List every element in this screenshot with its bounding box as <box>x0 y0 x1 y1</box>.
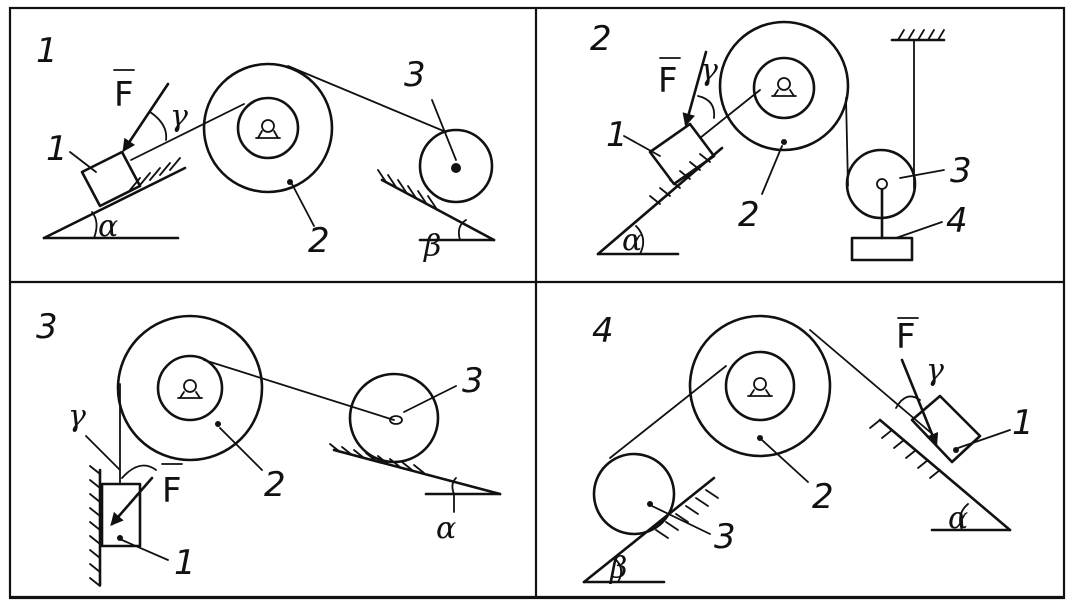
load-4 <box>850 236 914 262</box>
body-2-label: 2 <box>264 465 286 505</box>
angle-gamma-label: γ <box>170 99 188 134</box>
force-label: F <box>114 75 134 115</box>
incline-alpha <box>329 443 502 496</box>
body-3-label: 3 <box>404 55 426 95</box>
panel-number: 2 <box>590 19 612 59</box>
angle-alpha-label: α <box>436 511 456 546</box>
block-1 <box>80 150 142 208</box>
incline-alpha <box>42 157 187 240</box>
force-arrow <box>682 50 708 127</box>
incline-beta <box>377 169 496 242</box>
angle-gamma-label: γ <box>68 399 86 434</box>
body-2-label: 2 <box>738 195 760 235</box>
angle-alpha-label: α <box>622 223 642 258</box>
force-arrow <box>110 476 154 526</box>
ceiling-support <box>890 29 946 42</box>
panel-4: 4 2 3 <box>582 311 1034 586</box>
block-1 <box>648 122 716 186</box>
body-1-label: 1 <box>606 115 628 155</box>
incline-beta <box>582 476 719 584</box>
angle-gamma-label: γ <box>700 53 718 88</box>
force-arrow <box>122 82 170 153</box>
pulley-2 <box>718 20 850 152</box>
panel-number: 1 <box>36 31 58 71</box>
wheel-3 <box>418 128 494 204</box>
force-label: F <box>162 471 182 511</box>
panel-number: 4 <box>592 311 614 351</box>
angle-beta-label: β <box>423 229 441 264</box>
angle-alpha-label: α <box>948 501 968 536</box>
body-3-label: 3 <box>714 517 736 557</box>
angle-beta-label: β <box>609 551 627 586</box>
gamma-arc <box>149 111 168 141</box>
body-1-label: 1 <box>174 543 196 583</box>
body-1-label: 1 <box>1012 403 1034 443</box>
force-arrow <box>900 358 939 447</box>
panel-1: 1 α 1 F γ <box>36 31 496 264</box>
block-1 <box>910 394 982 464</box>
block-1 <box>100 482 142 548</box>
grid-frame <box>8 6 1066 600</box>
vertical-wall <box>89 465 102 587</box>
panel-2: 2 α 1 F γ <box>590 19 972 262</box>
body-4-label: 4 <box>946 201 968 241</box>
panel-number: 3 <box>36 307 58 347</box>
angle-alpha-label: α <box>98 209 118 244</box>
body-3-label: 3 <box>462 361 484 401</box>
wheel-3 <box>592 452 676 536</box>
body-1-label: 1 <box>46 129 68 169</box>
force-label: F <box>658 61 678 101</box>
body-3-label: 3 <box>950 151 972 191</box>
incline-alpha <box>869 418 1012 532</box>
panel-3: 3 1 F γ <box>36 307 502 587</box>
pulley-2 <box>116 314 264 462</box>
force-label: F <box>896 317 916 357</box>
body-2-label: 2 <box>308 221 330 261</box>
wheel-3 <box>348 372 440 464</box>
pulley-2 <box>688 314 832 458</box>
body-2-label: 2 <box>812 477 834 517</box>
angle-gamma-label: γ <box>926 353 944 388</box>
pulley-2 <box>202 62 334 194</box>
